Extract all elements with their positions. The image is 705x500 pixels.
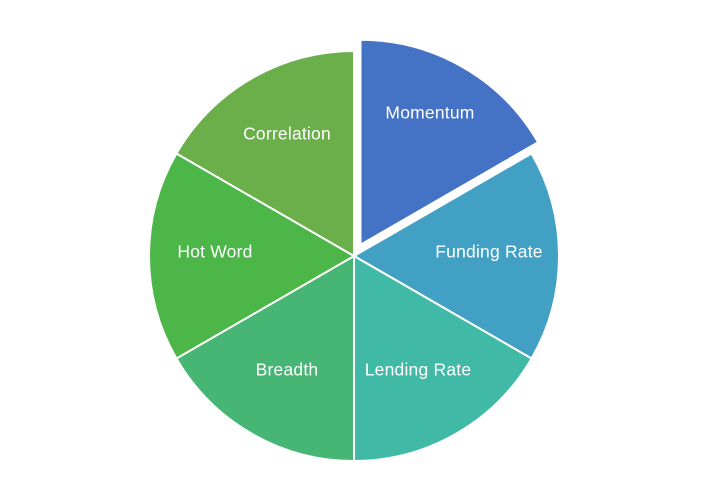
pie-slice-label-lending-rate: Lending Rate — [365, 360, 472, 380]
pie-slice-hot-word[interactable] — [147, 152, 355, 360]
pie-slice-funding-rate[interactable] — [353, 152, 561, 360]
pie-slice-label-correlation: Correlation — [243, 124, 331, 144]
pie-slice-lending-rate[interactable] — [353, 255, 533, 462]
pie-slice-label-momentum: Momentum — [385, 103, 474, 123]
pie-slice-correlation[interactable] — [175, 50, 355, 257]
pie-slice-breadth[interactable] — [175, 255, 355, 462]
pie-slice-momentum[interactable] — [359, 38, 540, 246]
pie-slice-label-funding-rate: Funding Rate — [435, 242, 542, 262]
pie-slice-label-hot-word: Hot Word — [177, 242, 252, 262]
pie-slice-label-breadth: Breadth — [256, 360, 319, 380]
pie-slices-group — [147, 38, 561, 462]
